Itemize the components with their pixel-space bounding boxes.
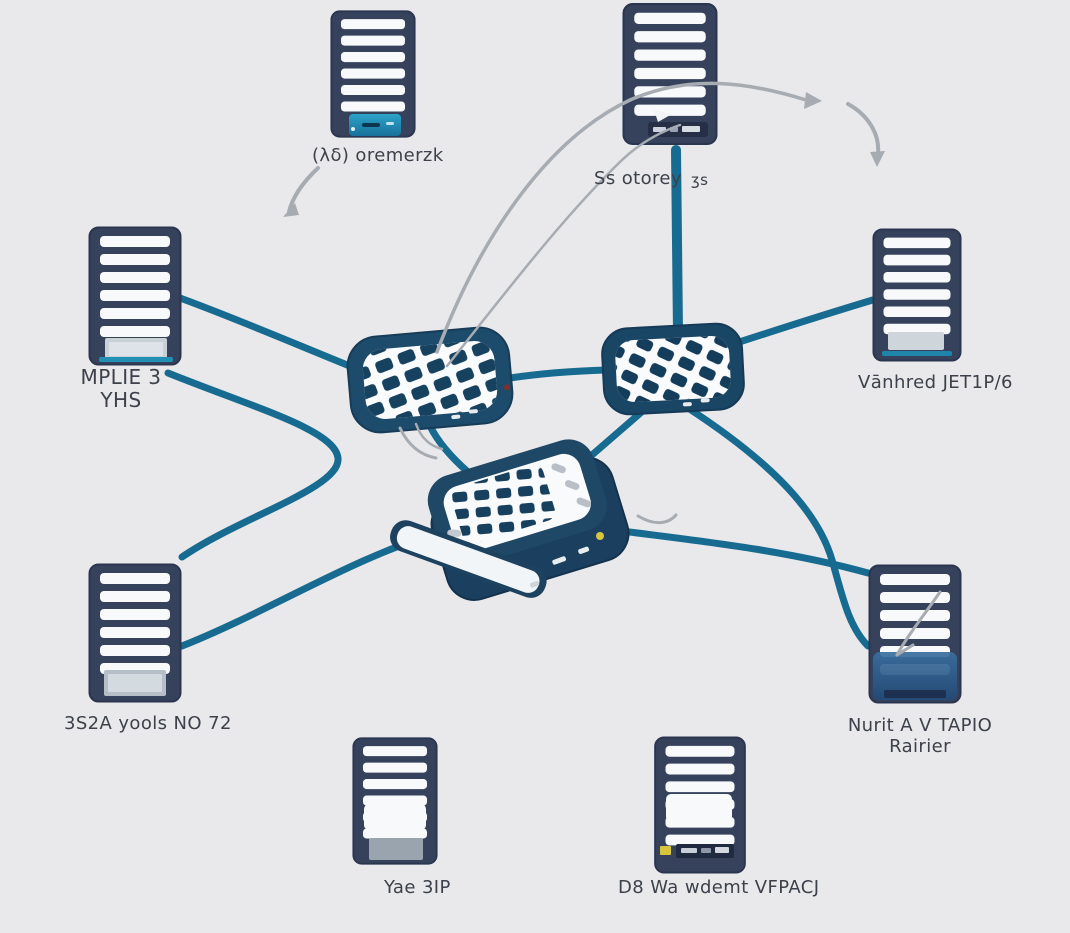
- link-switchright-serverbottomright: [684, 404, 872, 650]
- status-chip: [660, 846, 671, 855]
- swoosh-server-bottom-right-branch: [895, 643, 915, 657]
- switch-left-vent-grid: [362, 341, 498, 419]
- switch-left: [346, 326, 514, 434]
- switch-right: [601, 322, 745, 416]
- arrow-head-left: [283, 203, 299, 217]
- flow-arrows: [287, 81, 942, 657]
- arrow-heads: [283, 92, 885, 217]
- link-serverleft-serverbottomleft: [164, 369, 342, 561]
- server-right: [872, 228, 962, 362]
- link-router-serverbottomright: [610, 526, 872, 577]
- swoosh-top-left: [287, 166, 320, 214]
- arrow-head-right: [804, 92, 822, 109]
- server-top-center: [622, 2, 718, 146]
- server-bottom-right-panel: [873, 652, 957, 700]
- arrow-head-white: [654, 110, 672, 122]
- link-switchleft-switchright: [506, 366, 610, 382]
- link-serverleft-switchleft: [176, 294, 366, 375]
- server-bottom-right: [868, 564, 962, 704]
- server-bottom-center-left: [352, 737, 438, 865]
- server-right-panel: [888, 332, 944, 350]
- curl-switch-left: [398, 426, 438, 460]
- router-power-led: [596, 532, 604, 540]
- link-switchright-servertopcenter: [671, 145, 683, 338]
- arrow-head-swoosh: [870, 151, 885, 167]
- link-switchleft-router: [426, 422, 472, 476]
- router-central: [390, 439, 630, 601]
- swoosh-router-right: [636, 513, 678, 525]
- server-bottom-left: [88, 563, 182, 703]
- server-bottom-center-right: [654, 736, 746, 874]
- curl-switch-left-2: [414, 422, 444, 451]
- router-port: [578, 546, 590, 554]
- router-front-panel: [390, 520, 547, 598]
- server-top-left: [330, 10, 416, 138]
- router-port: [552, 556, 567, 565]
- switch-right-vent-grid: [615, 335, 731, 403]
- swoosh-top-right: [846, 102, 881, 156]
- link-switchright-serverright: [720, 295, 880, 351]
- arc-arrow-thin: [445, 123, 682, 368]
- router-vent-grid: [451, 464, 555, 544]
- server-left: [88, 226, 182, 366]
- arc-arrow-long: [435, 81, 808, 354]
- indicator-led: [503, 384, 510, 391]
- server-bottom-center-left-panel: [369, 838, 423, 860]
- swoosh-server-bottom-right: [895, 590, 942, 657]
